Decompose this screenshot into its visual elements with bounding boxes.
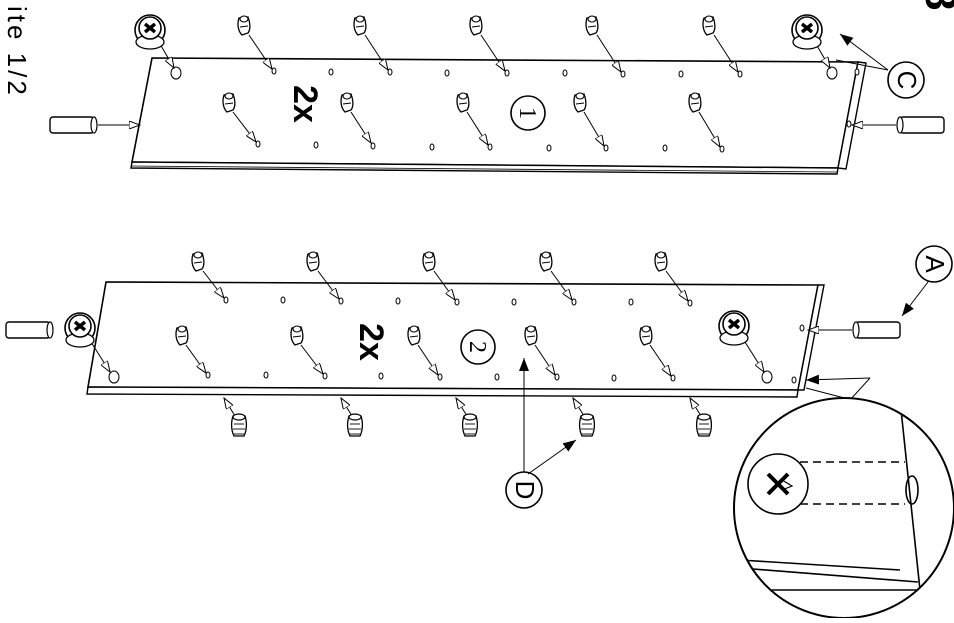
- panel-1-number: 1: [514, 107, 540, 119]
- cam-lock-icon: [717, 309, 751, 347]
- cam-bolt-icon: [346, 413, 364, 437]
- cam-lock-icon: [63, 311, 97, 349]
- shelf-pin-icon: [306, 251, 320, 272]
- wooden-dowel-icon: [896, 116, 945, 134]
- shelf-pin-icon: [469, 15, 483, 36]
- shelf-pin-icon: [654, 251, 668, 272]
- shelf-pin-icon: [702, 15, 716, 36]
- panel-1-pins-bottom: [222, 92, 720, 147]
- cam-lock-icon: [133, 13, 167, 51]
- shelf-pin-icon: [688, 92, 702, 113]
- panel-1-number-circle: [510, 95, 546, 131]
- wooden-dowel-icon: [49, 116, 98, 134]
- shelf-pin-icon: [237, 15, 251, 36]
- panel-2-pins-bottom: [175, 325, 671, 376]
- shelf-pin-icon: [524, 325, 538, 346]
- panel-2-pins-top: [191, 251, 688, 301]
- panel-1-quantity: 2x: [286, 85, 324, 123]
- shelf-pin-icon: [539, 251, 553, 272]
- callout-c-label: C: [892, 71, 922, 90]
- panel-2-number: 2: [464, 341, 490, 353]
- shelf-pin-icon: [353, 15, 367, 36]
- page-label-text: ite 1/2: [2, 6, 32, 98]
- shelf-pin-icon: [290, 325, 304, 346]
- callout-a-label: A: [920, 255, 950, 273]
- callout-c-circle: [887, 61, 925, 99]
- shelf-pin-icon: [175, 325, 189, 346]
- cam-lock-icon: [790, 13, 824, 51]
- wooden-dowel-icon: [852, 321, 901, 339]
- cam-bolt-icon: [695, 413, 713, 437]
- shelf-pin-icon: [340, 92, 354, 113]
- shelf-pin-icon: [456, 92, 470, 113]
- panel-1-pins-top: [237, 15, 738, 72]
- detail-inset: [733, 374, 954, 619]
- shelf-pin-icon: [573, 92, 587, 113]
- wooden-dowel-icon: [5, 321, 54, 339]
- step-number: 8: [916, 0, 954, 10]
- panel-2-quantity: 2x: [352, 323, 390, 361]
- shelf-pin-icon: [407, 325, 421, 346]
- cam-bolt-icon: [461, 413, 479, 437]
- callout-d-label: D: [510, 481, 540, 500]
- shelf-pin-icon: [585, 15, 599, 36]
- panel-2-number-circle: [460, 329, 496, 365]
- cam-bolt-icon: [578, 413, 596, 437]
- panel-2: 2 2x: [5, 245, 953, 509]
- callout-a-circle: [915, 245, 953, 283]
- shelf-pin-icon: [639, 325, 653, 346]
- shelf-pin-icon: [222, 92, 236, 113]
- panel-2-cam-bolts: [224, 398, 713, 437]
- shelf-pin-icon: [191, 251, 205, 272]
- shelf-pin-icon: [422, 251, 436, 272]
- panel-1: 1 2x: [49, 13, 945, 175]
- cam-bolt-icon: [230, 413, 248, 437]
- page-label: ite 1/2: [2, 6, 32, 98]
